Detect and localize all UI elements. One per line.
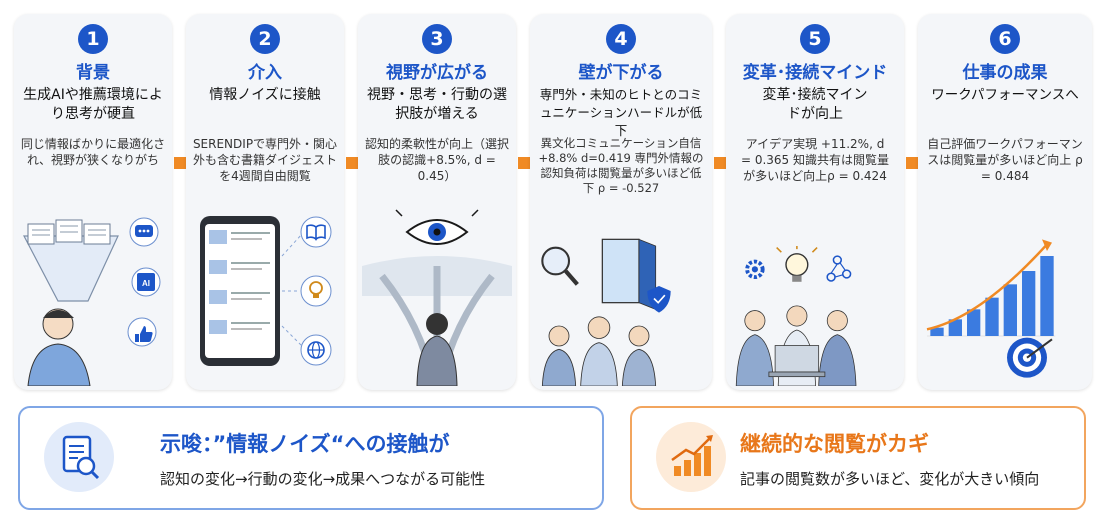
open-door-icon [601,238,657,310]
step-subtitle: 生成AIや推薦環境により思考が硬直 [23,87,163,122]
lightbulb-icon [300,275,332,307]
magnifier-icon [541,246,579,286]
ai-chip-icon: AI [131,267,161,297]
step-title: 壁が下がる [578,63,664,83]
thinking-person [27,308,91,386]
step-description: 同じ情報ばかりに最適化され、視野が狭くなりがち [20,137,166,167]
step-title: 変革･接続マインド [742,63,888,83]
phone-article-item [209,290,270,304]
step-description: アイデア実現 +11.2%, d = 0.365 知識共有は閲覧量が多いほど向上… [740,137,890,183]
step-card-background: 1 背景 生成AIや推薦環境により思考が硬直 同じ情報ばかりに最適化され、視野が… [14,14,172,390]
summary-heading: 示唆：”情報ノイズ“への接触が [160,432,450,456]
step-card-background: 4 壁が下がる 専門外・未知のヒトとのコミュニケーションハードルが低下 異文化コ… [530,14,712,390]
step-subtitle: 変革･接続マインドが向上 [762,87,868,122]
step-card-background: 2 介入 情報ノイズに接触 SERENDIPで専門外・関心外も含む書籍ダイジェス… [186,14,344,390]
laptop [768,345,826,378]
step-number: 1 [78,24,108,54]
network-icon [826,255,852,282]
phone-article-item [209,320,270,334]
step-subtitle: 情報ノイズに接触 [209,87,321,103]
gear-icon [745,259,765,280]
illustration-person-news-funnel: AI [23,217,161,386]
summary-box-continuity: 継続的な閲覧がカギ 記事の閲覧数が多いほど、変化が大きい傾向 [630,406,1086,510]
step-subtitle: ワークパフォーマンスへ [931,87,1079,103]
step-number: 6 [990,24,1020,54]
chat-icon [129,217,159,247]
process-steps: 1 背景 生成AIや推薦環境により思考が硬直 同じ情報ばかりに最適化され、視野が… [14,14,1092,392]
lightbulb-icon [776,246,818,282]
step-description: 異文化コミュニケーション自信+8.8% d=0.419 専門外情報の認知負荷は閲… [538,136,704,195]
step-number: 2 [250,24,280,54]
step-card-background: 3 視野が広がる 視野・思考・行動の選択肢が増える 認知的柔軟性が向上（選択肢の… [358,14,516,390]
summary-heading: 継続的な閲覧がカギ [740,432,929,456]
step-card-background: 6 仕事の成果 ワークパフォーマンスへ 自己評価ワークパフォーマンスは閲覧量が多… [918,14,1092,390]
target-icon [1006,337,1053,378]
summary-text: 認知の変化→行動の変化→成果へつながる可能性 [160,470,486,488]
illustration-smartphone [200,216,332,366]
thumbs-up-icon [127,317,157,347]
svg-text:AI: AI [142,279,150,288]
step-description: 認知的柔軟性が向上（選択肢の認識+8.5%, d = 0.45） [364,137,509,183]
phone-article-item [209,260,270,274]
shield-check-icon [647,286,671,313]
step-title: 介入 [248,63,282,83]
step-description: SERENDIPで専門外・関心外も含む書籍ダイジェストを4週間自由閲覧 [192,137,338,183]
document-search-icon [44,422,114,492]
eye-icon [395,206,479,245]
step-title: 仕事の成果 [962,63,1048,83]
smartphone [200,216,280,366]
illustration-team-laptop [735,246,857,386]
book-icon [300,216,332,248]
step-subtitle: 視野・思考・行動の選択肢が増える [367,87,507,122]
illustration-open-door-people [541,238,671,386]
bar-growth-icon [656,422,726,492]
summary-box-implication: 示唆：”情報ノイズ“への接触が 認知の変化→行動の変化→成果へつながる可能性 [18,406,604,510]
step-title: 背景 [76,63,110,83]
step-subtitle: 専門外・未知のヒトとのコミュニケーションハードルが低下 [539,87,703,138]
summary-text: 記事の閲覧数が多いほど、変化が大きい傾向 [740,470,1040,488]
step-card-background: 5 変革･接続マインド 変革･接続マインドが向上 アイデア実現 +11.2%, … [726,14,904,390]
globe-icon [300,334,332,366]
illustration-eye-crossroads [362,206,512,386]
illustration-growth-chart [926,239,1056,378]
phone-article-item [209,230,270,244]
growth-chart-icon [926,239,1056,337]
step-number: 4 [606,24,636,54]
people-group [541,316,657,386]
step-description: 自己評価ワークパフォーマンスは閲覧量が多いほど向上 ρ = 0.484 [927,137,1083,183]
step-number: 3 [422,24,452,54]
step-number: 5 [800,24,830,54]
step-title: 視野が広がる [386,63,488,83]
person-back-view [416,313,458,386]
newspaper-funnel [23,219,119,302]
